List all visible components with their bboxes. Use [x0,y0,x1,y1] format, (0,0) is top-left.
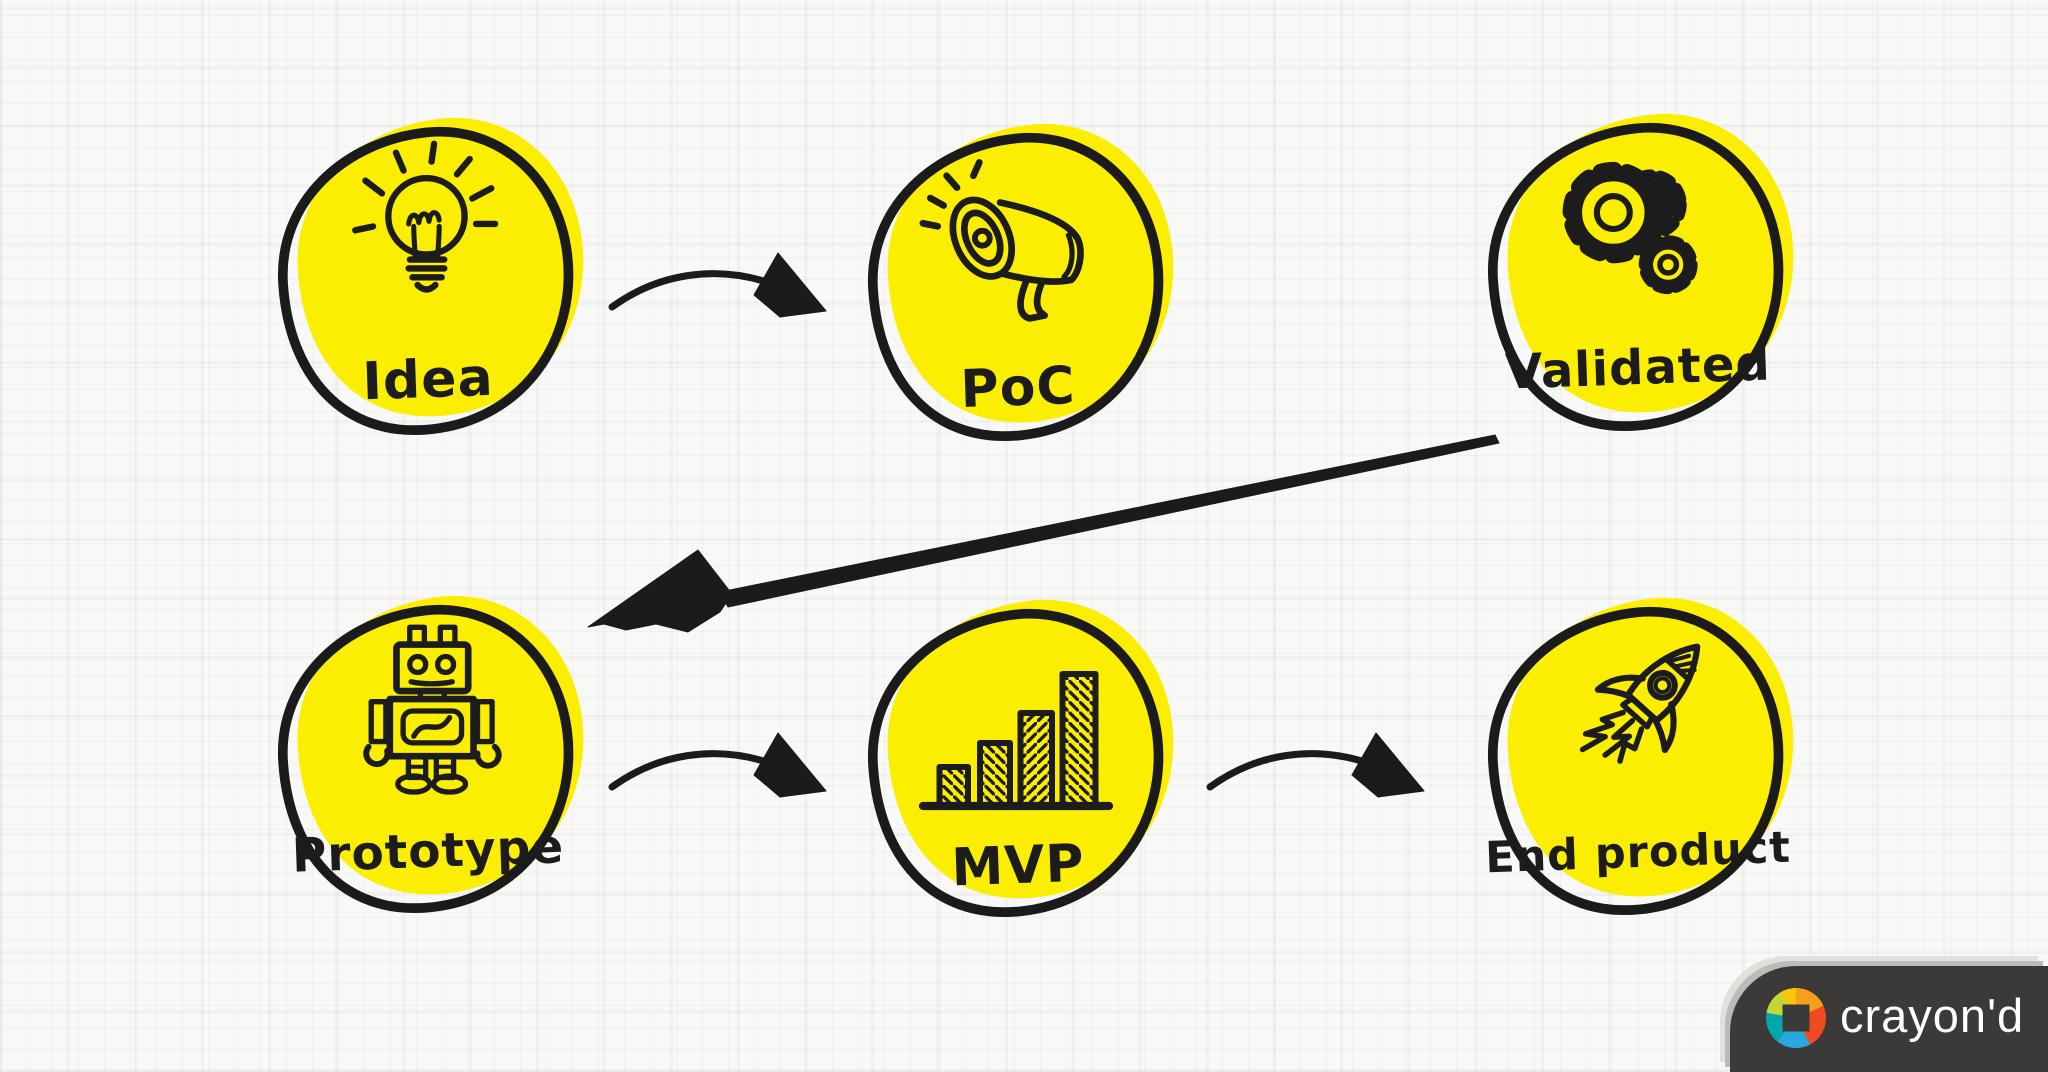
node-label: Validated [1504,335,1772,401]
arrow-validated-to-prototype [587,434,1500,633]
sticky-blob [1488,597,1794,915]
node-validated: Validated [1472,108,1804,444]
node-label: MVP [950,833,1086,899]
node-label: Idea [361,347,495,413]
node-end-product: End product [1472,592,1804,928]
megaphone-icon [919,159,1084,322]
arrow-idea-to-poc [608,252,827,318]
brand-badge: crayon'd [1730,966,2048,1072]
gears-icon [1562,161,1698,295]
robot-icon [363,624,502,795]
node-label: Prototype [290,819,566,884]
bar-chart-icon [918,671,1114,811]
node-mvp: MVP [852,594,1184,930]
sticky-blob [868,123,1174,441]
crayond-logo-icon [1766,988,1826,1048]
node-prototype: Prototype [262,590,594,926]
brand-name: crayon'd [1840,989,2025,1043]
node-poc: PoC [852,118,1184,454]
logo-center-square [1782,1004,1810,1032]
arrow-mvp-to-end-product [1206,732,1425,798]
lightbulb-icon [352,140,499,293]
node-idea: Idea [262,112,594,448]
arrow-prototype-to-mvp [608,732,827,798]
rocket-icon [1579,643,1701,764]
node-label: PoC [959,356,1077,420]
